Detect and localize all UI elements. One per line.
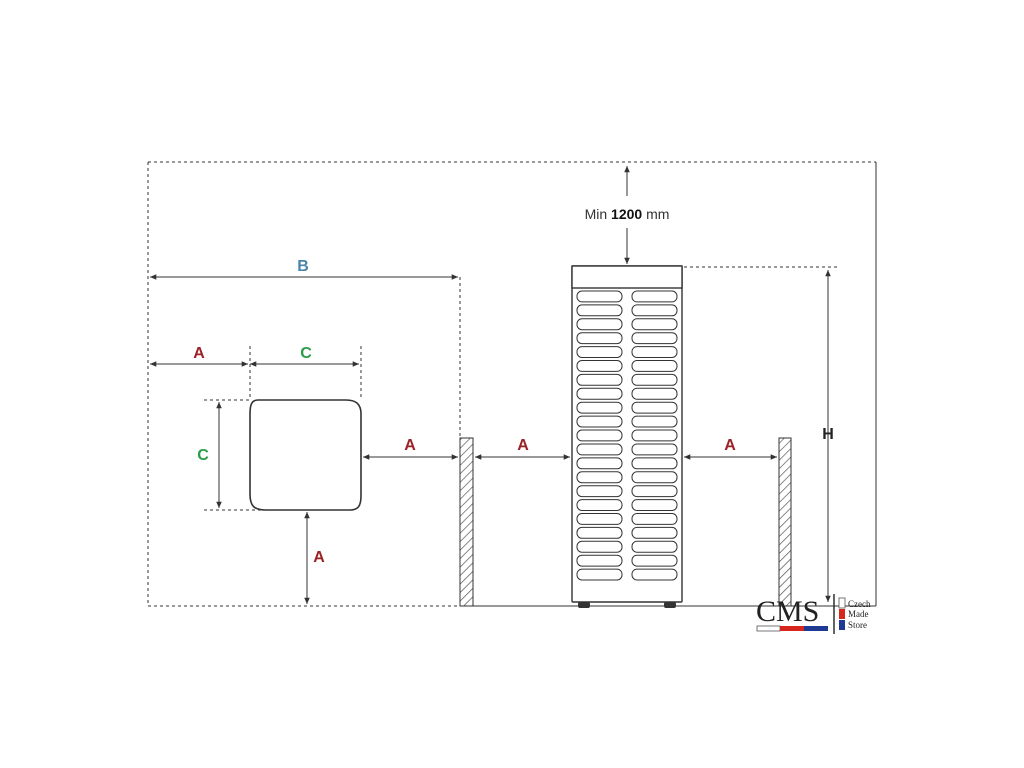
heater-clearances: A A	[475, 437, 777, 460]
heater-slat	[631, 554, 678, 567]
dimension-label-b: B	[297, 258, 309, 275]
heater-slats	[576, 290, 678, 581]
heater-slat	[631, 457, 678, 470]
cms-logo: CMS Czech Made Store	[756, 594, 871, 634]
min-prefix: Min	[585, 206, 608, 222]
heater-slat	[631, 471, 678, 484]
heater-slat	[631, 513, 678, 525]
heater-slat	[576, 554, 623, 567]
heater-foot-right	[664, 602, 676, 608]
logo-flag-red	[839, 609, 845, 619]
heater-slat	[576, 332, 623, 345]
heater-slat	[576, 540, 623, 553]
heater-slat	[576, 526, 623, 539]
heater-slat	[576, 304, 623, 317]
logo-line-made: Made	[848, 609, 869, 619]
logo-stripe-white	[756, 625, 781, 632]
dimension-label-a-below: A	[313, 549, 325, 566]
heater-slat	[631, 346, 678, 359]
heater-slat	[576, 387, 623, 400]
heater-slat	[631, 415, 678, 428]
heater-slat	[576, 471, 623, 484]
logo-stripe-red	[780, 626, 804, 631]
dimension-label-c-top: C	[300, 345, 312, 362]
logo-stripe-blue	[804, 626, 828, 631]
heater-slat	[576, 457, 623, 470]
heater-slat	[576, 513, 623, 525]
height-dimension: H	[684, 266, 838, 602]
heater-slat	[631, 290, 678, 303]
heater-slat	[631, 318, 678, 331]
heater-slat	[631, 429, 678, 442]
heater-slat	[576, 415, 623, 428]
dimension-label-h: H	[822, 426, 834, 443]
dimension-label-c-left: C	[197, 447, 209, 464]
heater-slat	[576, 360, 623, 372]
heater-slat	[631, 568, 678, 581]
logo-flag-white	[838, 597, 846, 609]
min-unit: mm	[646, 206, 669, 222]
wall-left	[459, 437, 474, 607]
heater-slat	[631, 499, 678, 512]
heater-slat	[576, 318, 623, 331]
logo-mark: CMS	[756, 595, 819, 628]
heater-slat	[576, 429, 623, 442]
heater-foot-left	[578, 602, 590, 608]
logo-flag-blue	[839, 620, 845, 630]
heater-slat	[576, 568, 623, 581]
logo-line-store: Store	[848, 620, 867, 630]
square-object: A C C A A	[150, 345, 458, 604]
heater-slat	[576, 346, 623, 359]
room-outline	[147, 161, 877, 607]
heater-slat	[631, 401, 678, 414]
heater-slat	[631, 443, 678, 456]
heater-slat	[576, 499, 623, 512]
heater-slat	[631, 387, 678, 400]
wall-right	[778, 437, 792, 607]
heater-slat	[576, 443, 623, 456]
min-clearance-label: Min 1200 mm	[585, 206, 670, 222]
heater-slat	[631, 332, 678, 345]
heater-tower	[571, 265, 683, 608]
min-value: 1200	[611, 206, 646, 222]
heater-slat	[576, 290, 623, 303]
heater-slat	[631, 526, 678, 539]
ceiling-clearance: Min 1200 mm	[585, 166, 670, 264]
heater-slat	[631, 360, 678, 372]
heater-slat	[631, 485, 678, 498]
heater-slat	[576, 401, 623, 414]
dimension-label-a-top-left: A	[193, 345, 205, 362]
dimension-label-a-heater-wall: A	[724, 437, 736, 454]
dimension-label-a-wall-heater: A	[517, 437, 529, 454]
heater-slat	[631, 373, 678, 386]
b-zone: B	[150, 258, 461, 438]
heater-slat	[576, 373, 623, 386]
heater-slat	[576, 485, 623, 498]
dimension-label-a-right-of-object: A	[404, 437, 416, 454]
heater-slat	[631, 540, 678, 553]
heater-slat	[631, 304, 678, 317]
logo-line-czech: Czech	[848, 599, 871, 609]
